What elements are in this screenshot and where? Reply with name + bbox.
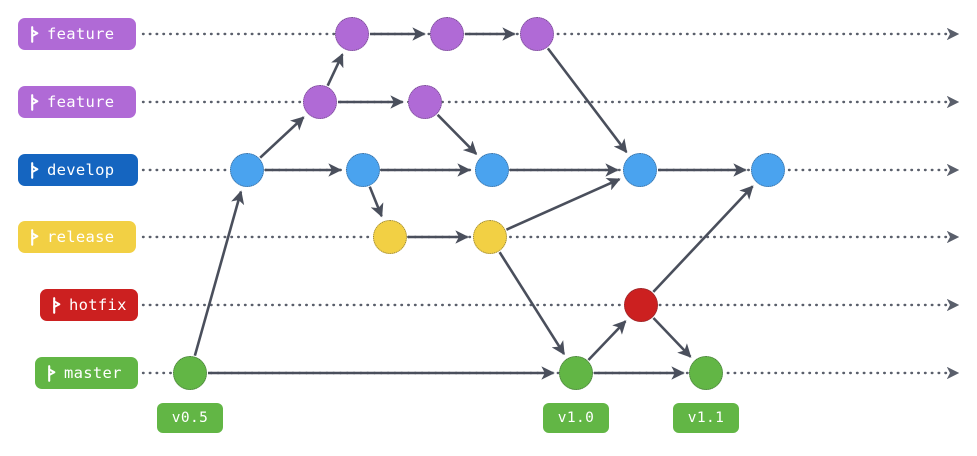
- commit-edges: [193, 27, 754, 380]
- commit-node-f1a[interactable]: [335, 17, 369, 51]
- edge-r1-to-d3: [505, 177, 621, 231]
- edge-f2a-to-f1a: [326, 53, 344, 87]
- commit-node-m2[interactable]: [689, 356, 723, 390]
- commit-node-d0[interactable]: [230, 153, 264, 187]
- branch-badge-feature-second[interactable]: feature: [18, 86, 136, 118]
- commit-node-f2a[interactable]: [303, 85, 337, 119]
- version-tag-label: v1.1: [687, 410, 725, 426]
- commit-node-d2[interactable]: [475, 153, 509, 187]
- branch-badge-master[interactable]: master: [35, 357, 138, 389]
- edge-f2b-to-d2: [436, 113, 478, 155]
- version-tag-label: v0.5: [171, 410, 209, 426]
- branch-badge-label: develop: [47, 161, 115, 179]
- edge-r1-to-m1: [498, 251, 566, 356]
- commit-node-f1c[interactable]: [520, 17, 554, 51]
- tag-v10[interactable]: v1.0: [543, 403, 609, 433]
- edge-m1-to-h0: [587, 320, 627, 361]
- commit-node-f2b[interactable]: [408, 85, 442, 119]
- branch-badge-hotfix[interactable]: hotfix: [40, 289, 138, 321]
- edge-f1c-to-d3: [546, 47, 628, 154]
- commit-node-m1[interactable]: [559, 356, 593, 390]
- version-tag-label: v1.0: [557, 410, 595, 426]
- branch-badge-label: release: [47, 228, 115, 246]
- git-branch-icon: [29, 161, 40, 179]
- edge-m0-to-d0: [193, 190, 245, 357]
- commit-node-d4[interactable]: [751, 153, 785, 187]
- branch-badge-label: master: [64, 364, 122, 382]
- edge-h0-to-d4: [652, 185, 754, 293]
- commit-node-f1b[interactable]: [430, 17, 464, 51]
- commit-node-d3[interactable]: [623, 153, 657, 187]
- git-branch-icon: [51, 296, 62, 314]
- commit-node-r0[interactable]: [373, 220, 407, 254]
- commit-node-r1[interactable]: [473, 220, 507, 254]
- edge-h0-to-m2: [652, 317, 692, 358]
- lane-guide-lines: [141, 27, 960, 380]
- tag-v05[interactable]: v0.5: [157, 403, 223, 433]
- branch-badge-develop[interactable]: develop: [18, 154, 138, 186]
- branch-badge-release[interactable]: release: [18, 221, 136, 253]
- git-branch-icon: [29, 228, 40, 246]
- branch-badge-label: feature: [47, 25, 115, 43]
- edge-d0-to-f2a: [259, 116, 305, 159]
- commit-node-d1[interactable]: [346, 153, 380, 187]
- edge-d1-to-r0: [368, 186, 384, 218]
- commit-node-m0[interactable]: [173, 356, 207, 390]
- branch-badge-label: hotfix: [69, 296, 127, 314]
- git-branch-icon: [46, 364, 57, 382]
- git-branch-icon: [29, 93, 40, 111]
- git-branch-icon: [29, 25, 40, 43]
- branch-badge-feature-top[interactable]: feature: [18, 18, 136, 50]
- tag-v11[interactable]: v1.1: [673, 403, 739, 433]
- branch-badge-label: feature: [47, 93, 115, 111]
- commit-node-h0[interactable]: [624, 288, 658, 322]
